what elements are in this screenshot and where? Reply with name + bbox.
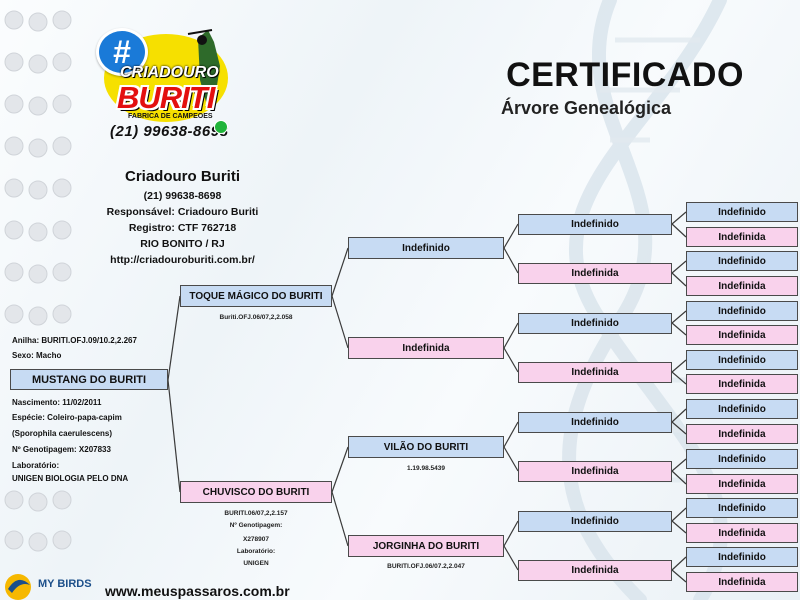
gen4-box[interactable]: Indefinida — [686, 572, 798, 592]
mother-box[interactable]: CHUVISCO DO BURITI — [180, 481, 332, 503]
gen4-box[interactable]: Indefinida — [686, 325, 798, 345]
grandfather-maternal-ring: 1.19.98.5439 — [407, 465, 445, 472]
mother-genotipagem: X278907 — [242, 536, 270, 543]
mybirds-logo-text: MY BIRDS — [38, 578, 92, 590]
footer-site-link[interactable]: www.meuspassaros.com.br — [105, 583, 290, 599]
gen4-box[interactable]: Indefinida — [686, 276, 798, 296]
grandfather-maternal-box[interactable]: VILÃO DO BURITI — [348, 436, 504, 458]
gen4-box[interactable]: Indefinido — [686, 301, 798, 321]
certificate-subtitle: Árvore Genealógica — [500, 98, 672, 118]
grandmother-maternal-box[interactable]: JORGINHA DO BURITI — [348, 535, 504, 557]
gen4-box[interactable]: Indefinido — [686, 498, 798, 518]
grandfather-paternal-box[interactable]: Indefinido — [348, 237, 504, 259]
bird-sexo: Sexo: Macho — [12, 351, 62, 360]
great-grandparent-box[interactable]: Indefinido — [518, 511, 672, 532]
certificate-title: CERTIFICADO — [506, 56, 744, 94]
gen4-box[interactable]: Indefinida — [686, 227, 798, 247]
gen4-box[interactable]: Indefinido — [686, 399, 798, 419]
breeder-cidade: RIO BONITO / RJ — [140, 238, 225, 250]
bird-anilha: Anilha: BURITI.OFJ.09/10.2,2.267 — [12, 336, 137, 345]
great-grandparent-box[interactable]: Indefinida — [518, 362, 672, 383]
father-ring: Buriti.OFJ.06/07,2,2.058 — [219, 314, 293, 321]
great-grandparent-box[interactable]: Indefinida — [518, 461, 672, 482]
grandmother-maternal-ring: BURITI.OFJ.06/07.2,2.047 — [387, 563, 465, 570]
logo-name-line2: BURITI — [117, 80, 215, 115]
gen4-box[interactable]: Indefinido — [686, 547, 798, 567]
great-grandparent-box[interactable]: Indefinido — [518, 412, 672, 433]
logo-tagline: FABRICA DE CAMPEOES — [128, 113, 213, 120]
breeder-name: Criadouro Buriti — [125, 168, 240, 185]
father-box[interactable]: TOQUE MÁGICO DO BURITI — [180, 285, 332, 307]
bird-genotipagem: Nº Genotipagem: X207833 — [12, 445, 111, 454]
breeder-info: Criadouro Buriti (21) 99638-8698 Respons… — [60, 168, 305, 268]
breeder-registro: Registro: CTF 762718 — [128, 222, 237, 234]
great-grandparent-box[interactable]: Indefinido — [518, 214, 672, 235]
gen4-box[interactable]: Indefinido — [686, 350, 798, 370]
logo-name-line1: CRIADOURO — [120, 64, 219, 81]
breeder-phone: (21) 99638-8698 — [143, 190, 222, 202]
gen4-box[interactable]: Indefinido — [686, 449, 798, 469]
great-grandparent-box[interactable]: Indefinida — [518, 560, 672, 581]
gen4-box[interactable]: Indefinida — [686, 474, 798, 494]
grandmother-paternal-box[interactable]: Indefinida — [348, 337, 504, 359]
gen4-box[interactable]: Indefinida — [686, 424, 798, 444]
gen4-box[interactable]: Indefinido — [686, 202, 798, 222]
breeder-site[interactable]: http://criadouroburiti.com.br/ — [110, 254, 255, 266]
mother-genotipagem-label: Nº Genotipagem: — [229, 522, 283, 529]
bird-laboratorio: UNIGEN BIOLOGIA PELO DNA — [12, 474, 129, 483]
mybirds-logo: MY BIRDS — [5, 574, 92, 600]
mother-laboratorio: UNIGEN — [243, 560, 269, 567]
gen4-box[interactable]: Indefinido — [686, 251, 798, 271]
logo-phone: (21) 99638-8698 — [110, 123, 229, 140]
main-bird-box[interactable]: MUSTANG DO BURITI — [10, 369, 168, 390]
gen4-box[interactable]: Indefinida — [686, 374, 798, 394]
decorative-circles — [4, 10, 72, 552]
hashtag-icon: # — [96, 28, 148, 76]
breeder-responsavel: Responsável: Criadouro Buriti — [106, 206, 259, 218]
gen4-box[interactable]: Indefinida — [686, 523, 798, 543]
great-grandparent-box[interactable]: Indefinida — [518, 263, 672, 284]
mother-ring: BURITI.06/07,2,2.157 — [224, 510, 288, 517]
great-grandparent-box[interactable]: Indefinido — [518, 313, 672, 334]
bird-especie: Espécie: Coleiro-papa-capim — [12, 413, 122, 422]
bird-cientifico: (Sporophila caerulescens) — [12, 429, 113, 438]
whatsapp-icon — [214, 120, 228, 134]
bird-laboratorio-label: Laboratório: — [12, 461, 60, 470]
mother-laboratorio-label: Laboratório: — [236, 548, 276, 555]
bird-nascimento: Nascimento: 11/02/2011 — [12, 398, 102, 407]
